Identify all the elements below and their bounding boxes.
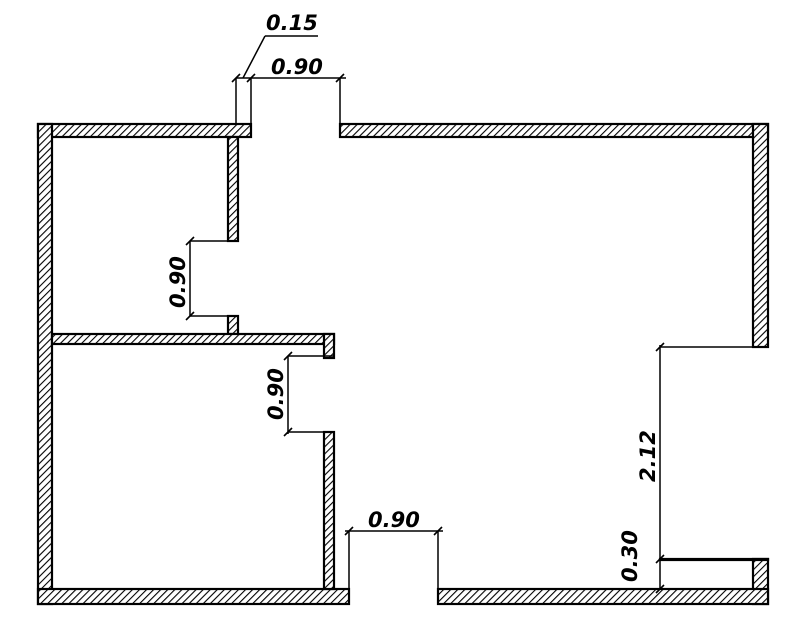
wall-partition <box>50 332 336 346</box>
wall-bottom-left <box>36 587 351 606</box>
dim-label-015: 0.15 <box>266 11 318 35</box>
wall-top-right <box>338 122 770 139</box>
wall-lower-room-right <box>322 430 336 591</box>
dim-label-bottom-door: 0.90 <box>368 508 420 532</box>
dim-label-upper-door: 0.90 <box>166 256 190 308</box>
dim-label-top-door: 0.90 <box>271 55 323 79</box>
dim-upper-room-door: 0.90 <box>166 236 238 321</box>
wall-partition-stub <box>322 332 336 360</box>
dim-label-right-segment: 0.30 <box>618 530 642 582</box>
dim-bottom-door: 0.90 <box>344 508 443 589</box>
dim-label-lower-door: 0.90 <box>264 368 288 420</box>
wall-left <box>36 122 54 606</box>
wall-right-upper <box>751 122 770 349</box>
dim-right: 2.12 0.30 <box>618 342 665 594</box>
dim-top: 0.15 0.90 <box>231 11 346 124</box>
dim-lower-room-door: 0.90 <box>264 351 334 437</box>
dim-label-right-opening: 2.12 <box>636 430 660 482</box>
wall-bottom-right <box>436 587 770 606</box>
wall-top-left <box>36 122 253 139</box>
wall-upper-room-right-a <box>226 135 240 243</box>
walls <box>36 122 770 606</box>
wall-upper-room-right-b <box>226 314 240 336</box>
